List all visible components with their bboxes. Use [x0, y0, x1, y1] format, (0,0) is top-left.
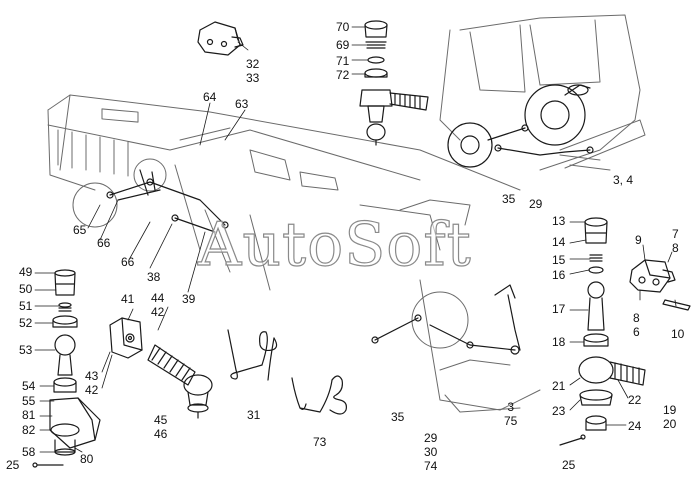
leader-lines [34, 26, 677, 453]
callout-82: 82 [22, 423, 36, 437]
callout-label: 32 [246, 57, 260, 71]
callout-24: 24 [628, 419, 642, 433]
callout-7-8: 7 8 [672, 227, 679, 255]
clamp-part-9 [629, 259, 691, 311]
callout-35-bottom: 35 [391, 410, 405, 424]
watermark-text: AutoSoft [197, 209, 472, 280]
rear-steering-linkage [371, 284, 521, 355]
callout-63: 63 [235, 97, 249, 111]
callout-25-left: 25 [6, 458, 20, 472]
ball-joint-right-stack [559, 217, 646, 446]
callout-52: 52 [19, 316, 33, 330]
callout-3-75: 3 75 [504, 400, 517, 428]
callout-label: 45 [154, 413, 168, 427]
callout-8-6: 8 6 [633, 311, 640, 339]
callout-14: 14 [552, 235, 566, 249]
callout-label: 74 [424, 459, 438, 473]
car-steering-linkage [487, 124, 594, 156]
callout-18: 18 [552, 335, 566, 349]
callout-17: 17 [552, 302, 566, 316]
callout-69: 69 [336, 38, 350, 52]
callout-23: 23 [552, 404, 566, 418]
callout-label: 43 [85, 369, 99, 383]
callout-label: 19 [663, 403, 677, 417]
car-wheels [447, 84, 591, 168]
callout-81: 81 [22, 408, 36, 422]
callout-29-30-74: 29 30 74 [424, 431, 437, 473]
callout-58: 58 [22, 445, 36, 459]
callout-54: 54 [22, 379, 36, 393]
callout-65: 65 [73, 223, 87, 237]
callout-49: 49 [19, 265, 33, 279]
callout-label: 3 [507, 400, 515, 414]
callout-label: 33 [246, 71, 260, 85]
callout-50: 50 [19, 282, 33, 296]
callout-66-b: 66 [121, 255, 135, 269]
callout-80: 80 [80, 452, 94, 466]
callout-label: 42 [151, 305, 165, 319]
callout-53: 53 [19, 343, 33, 357]
callout-44-42: 44 42 [151, 291, 164, 319]
callout-38: 38 [147, 270, 161, 284]
callout-32-33: 32 33 [246, 57, 259, 85]
callout-label: 20 [663, 417, 677, 431]
callout-29: 29 [529, 197, 543, 211]
callout-label: 75 [504, 414, 518, 428]
callout-3-4: 3, 4 [613, 173, 634, 187]
callout-label: 29 [424, 431, 438, 445]
callout-45-46: 45 46 [154, 413, 167, 441]
callout-10: 10 [671, 327, 685, 341]
callout-55: 55 [22, 394, 36, 408]
callout-15: 15 [552, 253, 566, 267]
callout-25-right: 25 [562, 458, 576, 472]
callout-13: 13 [552, 214, 566, 228]
callout-43-42: 43 42 [85, 369, 98, 397]
callout-64: 64 [203, 90, 217, 104]
callout-label: 42 [85, 383, 99, 397]
bus-steering-linkage [106, 169, 229, 233]
callout-21: 21 [552, 379, 566, 393]
callout-label: 6 [633, 325, 640, 339]
tie-rod-end-45 [147, 344, 213, 419]
callout-16: 16 [552, 268, 566, 282]
callout-41: 41 [121, 292, 135, 306]
callout-66-a: 66 [97, 236, 111, 250]
callout-label: 8 [672, 241, 679, 255]
callout-label: 30 [424, 445, 438, 459]
callout-72: 72 [336, 68, 350, 82]
callout-51: 51 [19, 299, 33, 313]
callout-label: 7 [672, 227, 679, 241]
callout-label: 46 [154, 427, 168, 441]
callout-70: 70 [336, 20, 350, 34]
callout-22: 22 [628, 393, 642, 407]
callout-39: 39 [182, 292, 196, 306]
bracket-part-41 [109, 317, 143, 359]
car-outline [439, 14, 646, 171]
bus-outline [47, 94, 541, 413]
callout-73: 73 [313, 435, 327, 449]
ball-joint-top [359, 20, 429, 146]
callout-9: 9 [635, 233, 642, 247]
spring-part-31 [227, 329, 278, 381]
callout-label: 8 [633, 311, 640, 325]
spring-part-73 [291, 375, 347, 415]
callout-71: 71 [336, 54, 350, 68]
callout-19-20: 19 20 [663, 403, 676, 431]
clamp-part-32 [197, 21, 244, 56]
callout-label: 44 [151, 291, 165, 305]
callout-35: 35 [502, 192, 516, 206]
callout-31: 31 [247, 408, 261, 422]
